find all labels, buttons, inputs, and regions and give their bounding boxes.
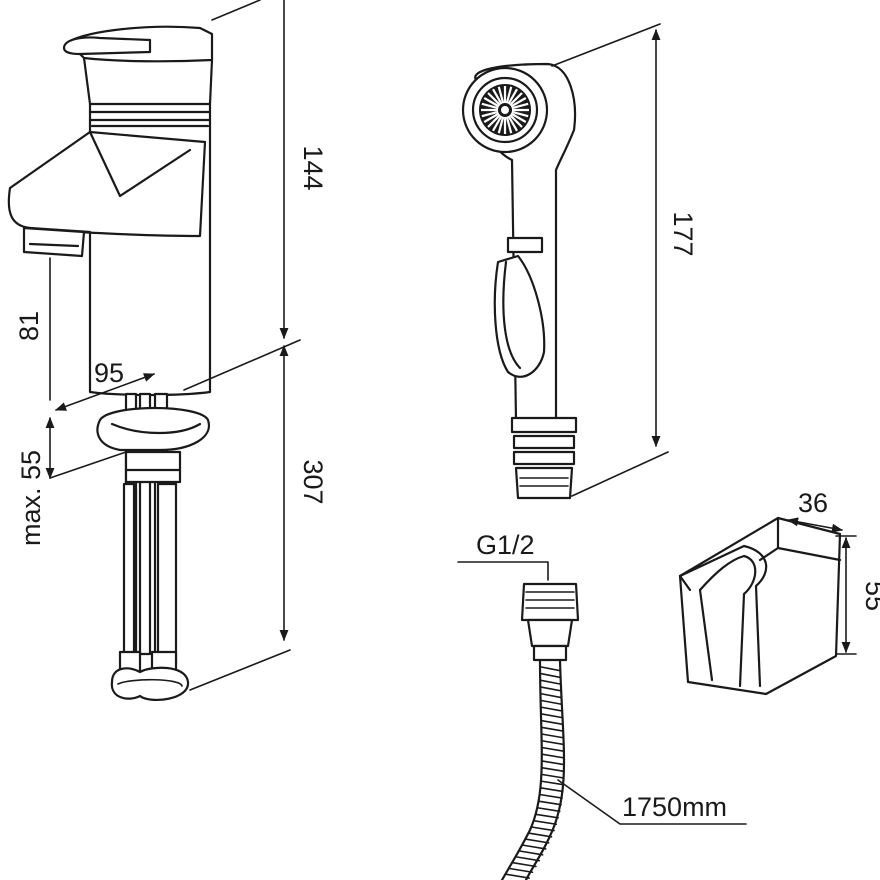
hand-shower-drawing: 177 — [461, 23, 698, 500]
dim-label-36: 36 — [798, 488, 828, 518]
hose-corrugated — [500, 658, 566, 880]
dim-faucet-height: 144 — [211, 0, 328, 340]
dim-hose-length: 307 — [189, 344, 328, 691]
dim-label-95: 95 — [94, 358, 124, 388]
hose-drawing: G1/2 1750mm — [457, 530, 747, 880]
dim-shower-length: 177 — [551, 23, 698, 497]
dim-max-deck: max. 55 — [16, 416, 127, 546]
dim-holder-depth: 36 — [786, 488, 844, 533]
dim-spout-reach: 95 — [54, 358, 156, 411]
dim-label-max55: max. 55 — [16, 450, 46, 546]
faucet-lever — [62, 25, 214, 106]
hose-length-leader — [557, 779, 747, 825]
holder-drawing: 36 55 — [678, 488, 880, 696]
dim-label-81: 81 — [14, 311, 44, 341]
dim-label-55: 55 — [860, 581, 880, 611]
faucet-fixing — [96, 392, 211, 702]
label-g12: G1/2 — [476, 530, 535, 560]
faucet-spout — [7, 130, 207, 258]
hose-fitting — [520, 582, 580, 662]
dim-label-144: 144 — [298, 145, 328, 190]
label-1750mm: 1750mm — [622, 792, 727, 822]
shower-trigger — [493, 236, 546, 378]
dim-label-307: 307 — [298, 459, 328, 504]
dim-label-177: 177 — [668, 211, 698, 256]
dim-spout-height: 81 — [14, 257, 51, 401]
dim-holder-height: 55 — [835, 535, 880, 655]
faucet-drawing: 144 307 81 95 max. 55 — [7, 0, 328, 702]
shower-nozzles — [479, 84, 531, 136]
